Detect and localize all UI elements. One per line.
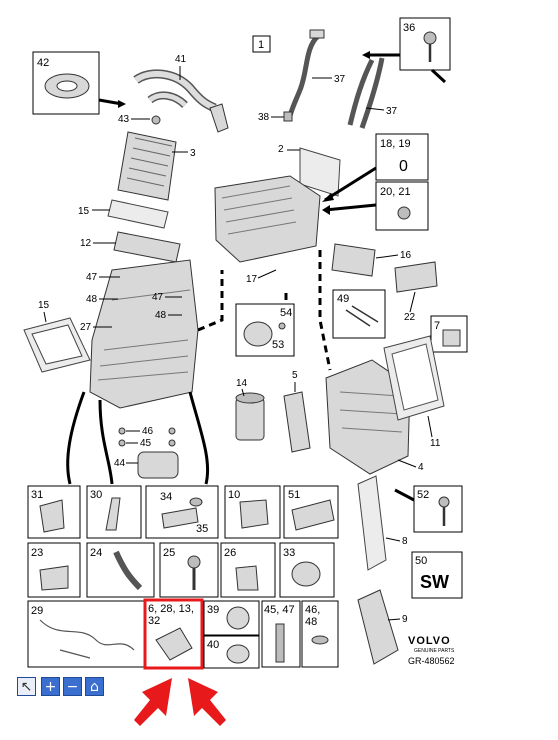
part-15-seal-a[interactable] bbox=[107, 199, 169, 229]
grid-label-32: 32 bbox=[148, 615, 160, 627]
grid-label-46: 46, bbox=[305, 604, 320, 616]
callout-36: 36 bbox=[403, 22, 415, 34]
callout-47a: 47 bbox=[86, 272, 98, 283]
part-9[interactable] bbox=[357, 589, 399, 665]
callout-52: 52 bbox=[417, 489, 429, 501]
callout-11: 11 bbox=[430, 438, 441, 449]
part-14-blower-motor[interactable] bbox=[235, 392, 265, 441]
red-arrow-right-icon bbox=[188, 678, 226, 726]
callout-1: 1 bbox=[258, 39, 264, 51]
part-27-distribution-housing[interactable] bbox=[89, 259, 199, 409]
grid-cell-25[interactable] bbox=[159, 542, 219, 598]
grid-label-23: 23 bbox=[31, 547, 43, 559]
part-37-pipe-a[interactable] bbox=[287, 34, 320, 117]
grid-label-48: 48 bbox=[305, 616, 317, 628]
grid-label-39: 39 bbox=[207, 604, 219, 616]
grid-label-29: 29 bbox=[31, 605, 43, 617]
callout-3: 3 bbox=[190, 148, 196, 159]
callout-37b: 37 bbox=[386, 106, 398, 117]
part-50-box[interactable] bbox=[411, 551, 463, 599]
callout-48a: 48 bbox=[86, 294, 98, 305]
grid-label-40: 40 bbox=[207, 639, 219, 651]
callout-4: 4 bbox=[418, 462, 424, 473]
callout-20-21: 20, 21 bbox=[380, 186, 411, 198]
grid-cell-34-35[interactable] bbox=[145, 485, 219, 539]
callout-15b: 15 bbox=[38, 300, 50, 311]
part-36-box[interactable] bbox=[399, 17, 451, 71]
callout-22: 22 bbox=[404, 312, 416, 323]
callout-18-19: 18, 19 bbox=[380, 138, 411, 150]
callout-14: 14 bbox=[236, 378, 248, 389]
callout-12: 12 bbox=[80, 238, 92, 249]
callout-27: 27 bbox=[80, 322, 92, 333]
callout-7: 7 bbox=[434, 320, 440, 332]
part-49-box[interactable] bbox=[332, 289, 386, 339]
part-3-heater-core[interactable] bbox=[117, 131, 177, 201]
callout-5: 5 bbox=[292, 370, 298, 381]
grid-label-31: 31 bbox=[31, 489, 43, 501]
part-5-bracket[interactable] bbox=[283, 391, 311, 453]
part-37-pipe-b[interactable] bbox=[347, 58, 375, 126]
grid-cell-24[interactable] bbox=[86, 542, 155, 598]
grid-label-26: 26 bbox=[224, 547, 236, 559]
part-4-blower-housing[interactable] bbox=[325, 359, 411, 475]
brand-logo: VOLVO bbox=[408, 635, 451, 647]
callout-0: 0 bbox=[399, 158, 408, 175]
grid-cell-46-48[interactable] bbox=[301, 600, 339, 668]
callout-38: 38 bbox=[258, 112, 270, 123]
minus-icon[interactable]: − bbox=[63, 677, 82, 696]
callout-54: 54 bbox=[280, 307, 292, 319]
part-16-module[interactable] bbox=[331, 243, 376, 277]
grid-label-33: 33 bbox=[283, 547, 295, 559]
callout-44: 44 bbox=[114, 458, 126, 469]
callout-49: 49 bbox=[337, 293, 349, 305]
part-20-21-box[interactable] bbox=[375, 181, 429, 231]
brand-ref: GR-480562 bbox=[408, 656, 455, 666]
grid-label-34: 34 bbox=[160, 491, 172, 503]
callout-50: 50 bbox=[415, 555, 427, 567]
callout-37a: 37 bbox=[334, 74, 346, 85]
grid-label-10: 10 bbox=[228, 489, 240, 501]
callout-45: 45 bbox=[140, 438, 152, 449]
home-icon[interactable]: ⌂ bbox=[85, 677, 104, 696]
callout-15a: 15 bbox=[78, 206, 90, 217]
grid-label-24: 24 bbox=[90, 547, 102, 559]
part-2-seal[interactable] bbox=[299, 147, 341, 197]
part-18-19-box[interactable] bbox=[375, 133, 429, 181]
red-arrow-left-icon bbox=[134, 678, 172, 726]
grid-label-6-28-13: 6, 28, 13, bbox=[148, 603, 194, 615]
highlight-arrows bbox=[134, 678, 226, 726]
plus-icon[interactable]: + bbox=[41, 677, 60, 696]
grid-label-25: 25 bbox=[163, 547, 175, 559]
sw-label: SW bbox=[420, 572, 449, 592]
callout-8: 8 bbox=[402, 536, 408, 547]
callout-48b: 48 bbox=[155, 310, 167, 321]
callout-42: 42 bbox=[37, 57, 49, 69]
callout-41: 41 bbox=[175, 54, 187, 65]
callout-2: 2 bbox=[278, 144, 284, 155]
callout-43: 43 bbox=[118, 114, 130, 125]
callout-box-1 bbox=[252, 35, 271, 53]
callout-9: 9 bbox=[402, 614, 408, 625]
part-44-motor[interactable] bbox=[137, 451, 179, 479]
parts-grid: 31 30 34 35 10 51 23 24 25 26 33 bbox=[27, 485, 339, 670]
callout-16: 16 bbox=[400, 250, 412, 261]
part-8-duct[interactable] bbox=[357, 475, 387, 571]
callout-17: 17 bbox=[246, 274, 258, 285]
callout-46: 46 bbox=[142, 426, 154, 437]
grid-label-30: 30 bbox=[90, 489, 102, 501]
callout-47b: 47 bbox=[152, 292, 164, 303]
grid-label-35: 35 bbox=[196, 523, 208, 535]
grid-cell-39[interactable] bbox=[203, 600, 260, 636]
screw-icon bbox=[423, 31, 437, 45]
part-evaporator-housing[interactable] bbox=[214, 175, 321, 263]
grid-cell-33[interactable] bbox=[279, 542, 335, 598]
part-52-box[interactable] bbox=[413, 485, 463, 533]
grid-label-45-47: 45, 47 bbox=[264, 604, 295, 616]
callout-53: 53 bbox=[272, 339, 284, 351]
grid-label-51: 51 bbox=[288, 489, 300, 501]
cursor-icon[interactable]: ↖ bbox=[17, 677, 36, 696]
brand-tagline: GENUINE PARTS bbox=[414, 648, 455, 654]
